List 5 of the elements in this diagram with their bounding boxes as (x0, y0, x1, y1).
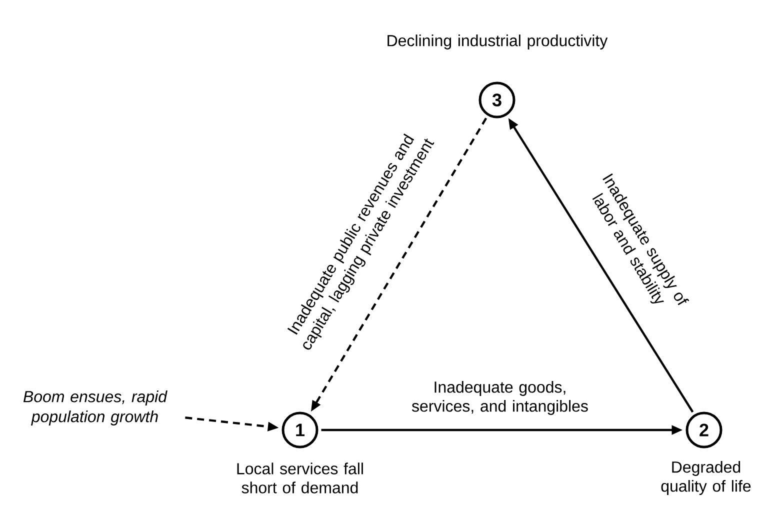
edge-label: Inadequate goods, services, and intangibles (412, 381, 588, 415)
node-caption: Local services fall short of demand (237, 462, 363, 494)
node-caption: Declining industrial productivity (388, 34, 608, 50)
note-text: Boom ensues, rapid population growth (23, 390, 168, 426)
node-caption: Degraded quality of life (661, 461, 751, 495)
